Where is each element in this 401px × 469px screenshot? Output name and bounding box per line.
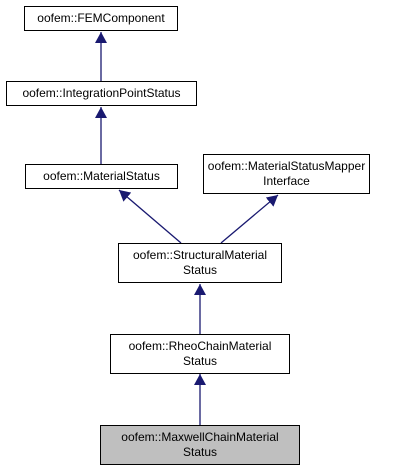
class-node-label: oofem::MaterialStatusMapper — [207, 159, 366, 173]
edge-structuralmaterialstatus-to-materialstatus — [118, 189, 182, 244]
class-node-label: Status — [182, 445, 218, 459]
class-node-label: Status — [182, 354, 218, 368]
class-node-label: oofem::RheoChainMaterial — [128, 339, 272, 353]
class-node-materialstatusmapperinterface[interactable]: oofem::MaterialStatusMapper Interface — [203, 154, 370, 194]
class-node-materialstatus[interactable]: oofem::MaterialStatus — [25, 164, 178, 189]
class-node-label: Interface — [263, 174, 310, 188]
class-node-label: oofem::StructuralMaterial — [132, 248, 268, 262]
class-node-maxwellchainmaterialstatus: oofem::MaxwellChainMaterial Status — [100, 425, 300, 465]
class-node-label: oofem::FEMComponent — [37, 11, 165, 25]
edge-structuralmaterialstatus-to-materialstatusmapperinterface — [220, 194, 279, 244]
class-node-structuralmaterialstatus[interactable]: oofem::StructuralMaterial Status — [118, 243, 282, 283]
class-node-label: oofem::MaterialStatus — [43, 169, 160, 183]
class-node-label: Status — [182, 263, 218, 277]
class-node-label: oofem::MaxwellChainMaterial — [121, 430, 279, 444]
class-node-rheochainmaterialstatus[interactable]: oofem::RheoChainMaterial Status — [110, 334, 290, 374]
class-node-integrationpointstatus[interactable]: oofem::IntegrationPointStatus — [6, 81, 197, 106]
class-node-label: oofem::IntegrationPointStatus — [22, 86, 181, 100]
class-node-femcomponent[interactable]: oofem::FEMComponent — [24, 6, 178, 31]
